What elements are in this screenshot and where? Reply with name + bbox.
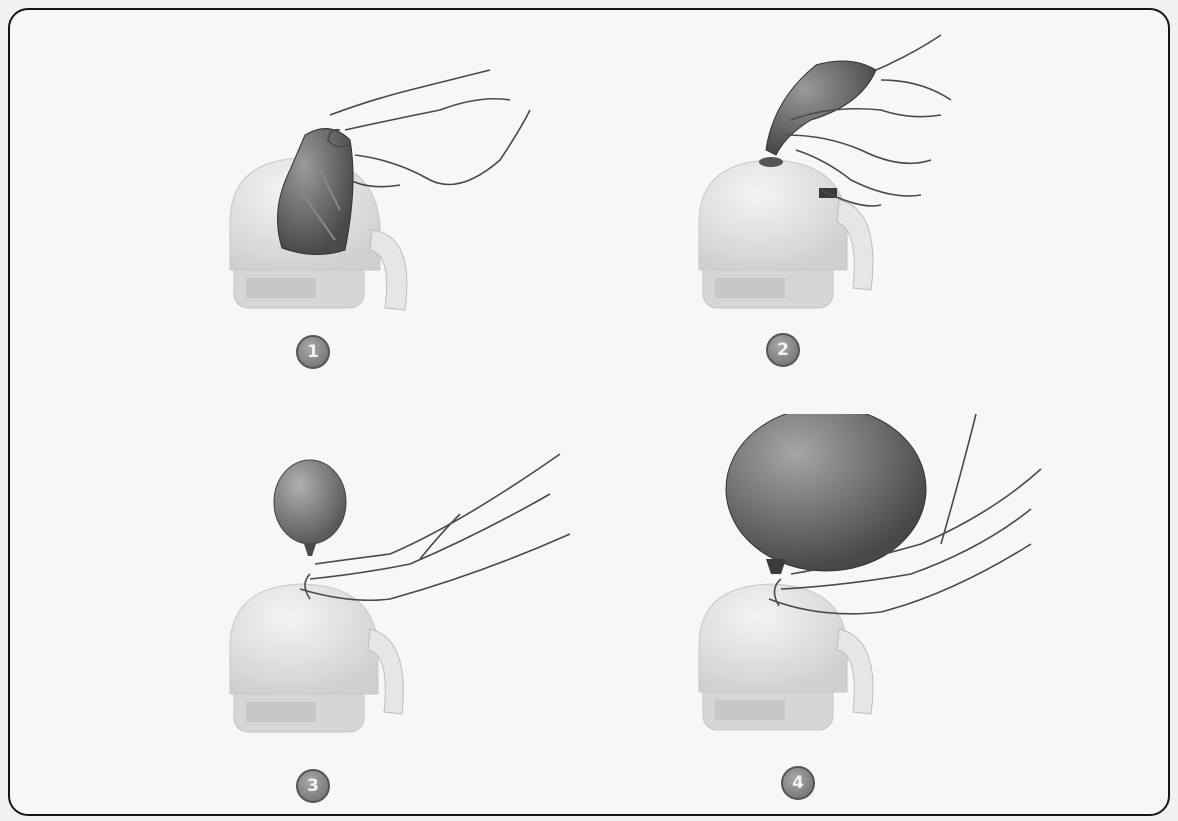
deflated-balloon-icon [278,129,354,255]
inflated-balloon-icon [726,414,926,574]
step-panel-3: 3 [10,414,591,816]
step-number-badge: 1 [296,335,330,369]
hand-icon [328,70,530,187]
instruction-frame: 1 [8,8,1170,816]
step-number-badge: 4 [781,766,815,800]
step-number-badge: 3 [296,769,330,803]
step-3-illustration [10,414,591,816]
pump-unit-icon [699,584,873,730]
hand-icon [300,454,570,600]
step-4-illustration [591,414,1170,816]
pump-unit-icon [230,584,403,732]
step-panel-1: 1 [10,10,591,414]
step-panel-4: 4 [591,414,1170,816]
inflating-balloon-icon [274,460,346,556]
pump-unit-icon [699,157,873,308]
step-number-badge: 2 [766,333,800,367]
step-2-illustration [591,10,1170,414]
step-panel-2: 2 [591,10,1170,414]
